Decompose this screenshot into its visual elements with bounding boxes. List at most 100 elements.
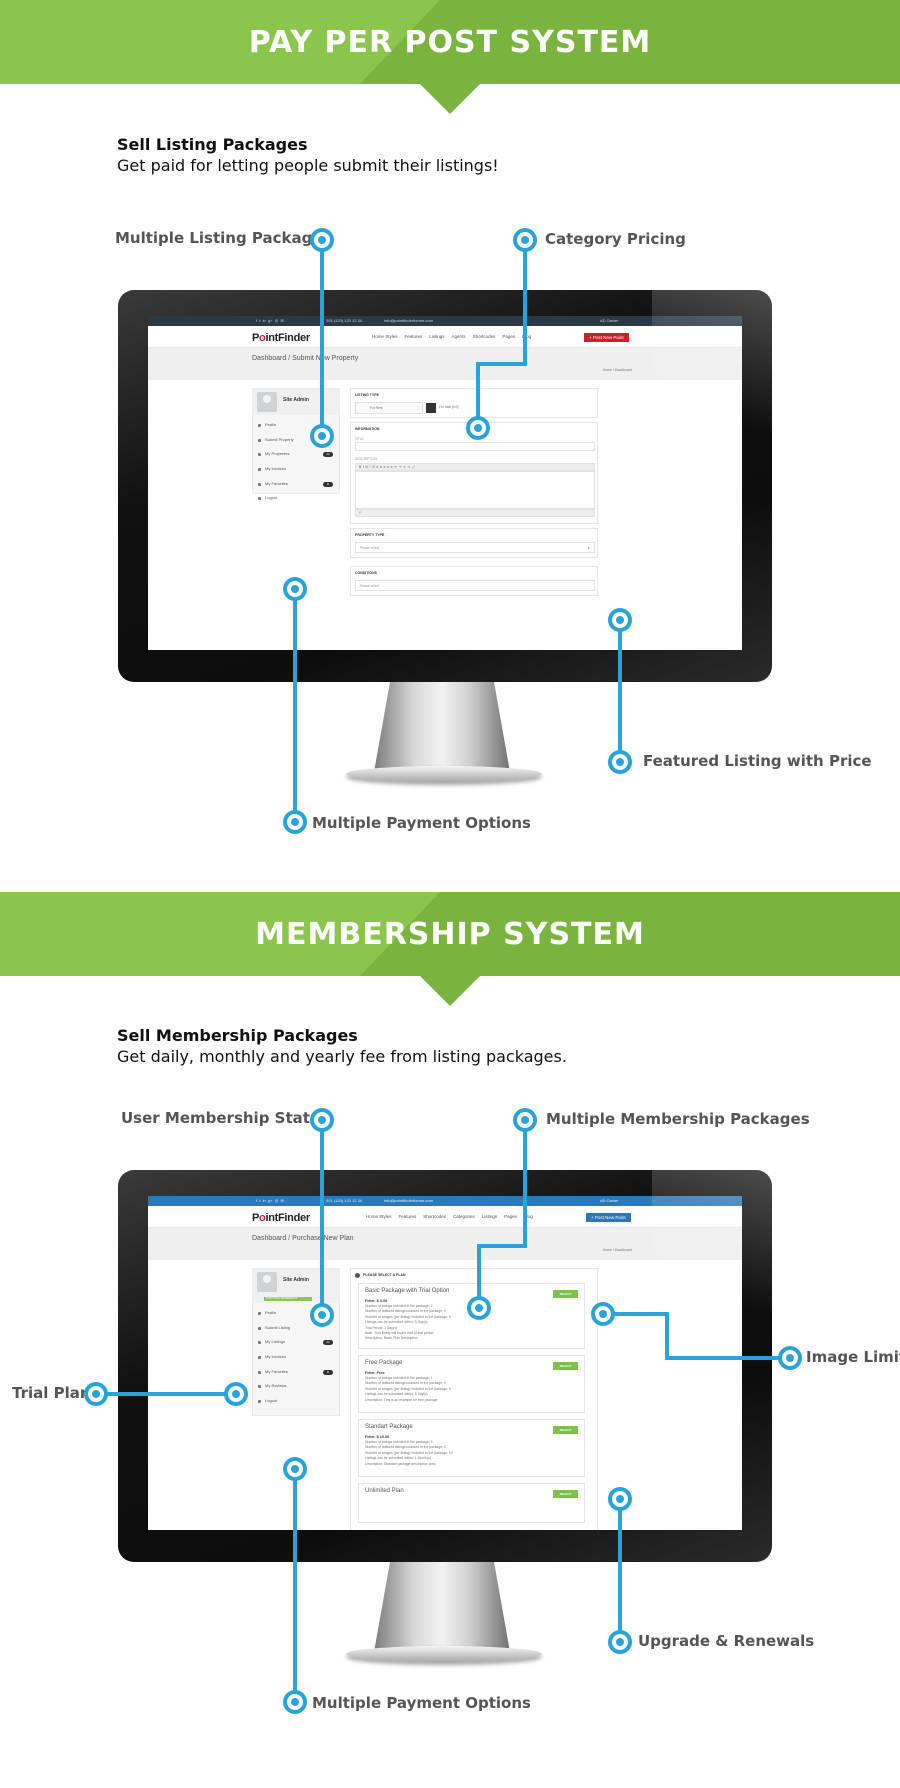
- plan-detail-line: Number of images (per listing) included …: [365, 1450, 453, 1455]
- menu-item-logout[interactable]: Logout: [253, 491, 339, 506]
- plan-card[interactable]: Basic Package with Trial Option Price: $…: [358, 1283, 585, 1349]
- nav-item[interactable]: Shortcodes: [472, 334, 496, 339]
- topbar-email[interactable]: info@pointfindertheme.com: [384, 318, 433, 323]
- breadcrumb[interactable]: Home / Dashboard: [602, 1248, 632, 1252]
- plan-details: Number of listings included in the packa…: [365, 1304, 451, 1342]
- monitor-screen: f t in g+ ◎ ✉ 001 (123) 123 12 34 info@p…: [148, 316, 742, 650]
- menu-item-submit-listing[interactable]: Submit Listing: [253, 1321, 339, 1336]
- membership-status-badge[interactable]: PURCHASE MEMBERSHIP: [264, 1297, 312, 1301]
- plan-detail-line: Number of images (per listing) included …: [365, 1314, 451, 1319]
- plan-name: Standart Package: [365, 1424, 413, 1430]
- panel-header: INFORMATION: [355, 427, 380, 431]
- menu-item-logout[interactable]: Logout: [253, 1394, 339, 1409]
- topbar-user[interactable]: AD Owner: [600, 318, 619, 323]
- monitor: f t in g+ ◎ ✉ 001 (123) 123 12 34 info@p…: [118, 290, 772, 682]
- nav-item[interactable]: Home Styles: [366, 1214, 392, 1219]
- nav-links: Home Styles Features Shortcodes Categories L…: [366, 1214, 540, 1219]
- menu-item-my-reviews[interactable]: My Reviews: [253, 1379, 339, 1394]
- description-textarea[interactable]: [355, 471, 595, 509]
- menu-item-my-invoices[interactable]: My Invoices: [253, 1350, 339, 1365]
- top-info-bar: f t in g+ ◎ ✉ 001 (123) 123 12 34 info@p…: [148, 1196, 742, 1206]
- callout-featured-listing: Featured Listing with Price: [643, 752, 872, 770]
- callout-upgrade-renewals: Upgrade & Renewals: [638, 1632, 815, 1650]
- callout-multiple-membership-packages: Multiple Membership Packages: [546, 1110, 810, 1128]
- user-name[interactable]: Site Admin: [283, 1277, 309, 1283]
- logo-o: o: [259, 1212, 266, 1224]
- nav-item[interactable]: Listings: [481, 1214, 498, 1219]
- plan-detail-line: Number of listings included in the packa…: [365, 1376, 433, 1380]
- plan-detail-line: Description: Basic Plan Description: [365, 1336, 418, 1341]
- user-sidebar: Site Admin PURCHASE MEMBERSHIP Profile S…: [252, 1268, 340, 1416]
- plan-name: Free Package: [365, 1360, 403, 1366]
- select-plan-button[interactable]: SELECT: [553, 1362, 578, 1370]
- screen-gloss: [652, 1170, 772, 1370]
- callout-trial-plan: Trial Plan: [12, 1384, 91, 1402]
- main-navbar: PointFinder Home Styles Features Shortcode…: [148, 1206, 742, 1228]
- chevron-down-icon: ⇕: [587, 546, 590, 550]
- editor-status-bar: P: [355, 509, 595, 517]
- select-plan-button[interactable]: SELECT: [553, 1490, 578, 1498]
- callout-multiple-payment-options: Multiple Payment Options: [312, 1694, 531, 1712]
- topbar-phone: 001 (123) 123 12 34: [326, 1198, 363, 1203]
- banner-notch: [420, 84, 480, 114]
- topbar-phone: 001 (123) 123 12 34: [326, 318, 363, 323]
- menu-item-submit-property[interactable]: Submit Property: [253, 433, 339, 448]
- menu-item-my-invoices[interactable]: My Invoices: [253, 462, 339, 477]
- menu-item-profile[interactable]: Profile: [253, 418, 339, 433]
- callout-user-membership-status: User Membership Status: [121, 1109, 330, 1127]
- nav-item[interactable]: Features: [398, 1214, 417, 1219]
- monitor-screen: f t in g+ ◎ ✉ 001 (123) 123 12 34 info@p…: [148, 1196, 742, 1530]
- property-type-select[interactable]: Please select ⇕: [355, 542, 595, 553]
- nav-item[interactable]: Home Styles: [372, 334, 398, 339]
- topbar-email[interactable]: info@pointfindertheme.com: [384, 1198, 433, 1203]
- nav-item[interactable]: Features: [404, 334, 423, 339]
- plan-card[interactable]: Free Package Price: Free Number of listi…: [358, 1355, 585, 1413]
- nav-item[interactable]: Categories: [453, 1214, 475, 1219]
- for-rent-option[interactable]: For Rent: [355, 402, 423, 414]
- top-info-bar: f t in g+ ◎ ✉ 001 (123) 123 12 34 info@p…: [148, 316, 742, 326]
- connector-line: [603, 1312, 790, 1360]
- conditions-select[interactable]: Please select: [355, 580, 595, 591]
- social-icons: f t in g+ ◎ ✉: [256, 318, 284, 323]
- plan-name: Basic Package with Trial Option: [365, 1288, 450, 1294]
- option-label: For Sale (0.0): [439, 405, 459, 409]
- nav-item[interactable]: Agents: [451, 334, 466, 339]
- check-icon[interactable]: [426, 403, 436, 413]
- banner-notch: [420, 976, 480, 1006]
- nav-item[interactable]: Shortcodes: [423, 1214, 447, 1219]
- topbar-user[interactable]: AD Owner: [600, 1198, 619, 1203]
- post-new-point-button[interactable]: + Post New Point: [586, 1213, 631, 1222]
- nav-item[interactable]: Pages: [502, 334, 516, 339]
- count-badge: 22: [323, 1340, 333, 1346]
- breadcrumb-bar: Dashboard / Purchase New Plan Home / Das…: [148, 1228, 742, 1260]
- plan-card[interactable]: Unlimited Plan SELECT: [358, 1483, 585, 1523]
- count-badge: 8: [323, 1369, 333, 1375]
- pointfinder-logo[interactable]: PointFinder: [252, 332, 310, 344]
- select-plan-button[interactable]: SELECT: [553, 1290, 578, 1298]
- editor-tool-icons[interactable]: B I U “ S ≡ ≡ ≡ ≡ ≡ ↶ ↷ ⚭ ⚭ ⤢: [359, 465, 415, 469]
- user-name[interactable]: Site Admin: [283, 397, 309, 403]
- plan-card[interactable]: Standart Package Price: $ 10.00 Number o…: [358, 1419, 585, 1477]
- banner-title: MEMBERSHIP SYSTEM: [255, 917, 645, 952]
- breadcrumb[interactable]: Home / Dashboard: [602, 368, 632, 372]
- nav-item[interactable]: Listings: [429, 334, 445, 339]
- plan-detail-line: Note: Your listing will expire end of tr…: [365, 1331, 434, 1336]
- section-subheading: Get daily, monthly and yearly fee from l…: [117, 1047, 567, 1066]
- banner-stripe: [0, 892, 440, 976]
- title-label: TITLE:: [355, 437, 365, 441]
- conditions-panel: CONDITIONS Please select: [350, 566, 598, 596]
- nav-item[interactable]: Pages: [504, 1214, 517, 1219]
- select-plan-button[interactable]: SELECT: [553, 1426, 578, 1434]
- title-input[interactable]: [355, 442, 595, 451]
- post-new-point-button[interactable]: + Post New Point: [584, 333, 629, 342]
- menu-item-profile[interactable]: Profile: [253, 1306, 339, 1321]
- pointfinder-logo[interactable]: PointFinder: [252, 1212, 310, 1224]
- banner-stripe: [0, 0, 440, 84]
- nav-item[interactable]: Blog: [523, 1214, 533, 1219]
